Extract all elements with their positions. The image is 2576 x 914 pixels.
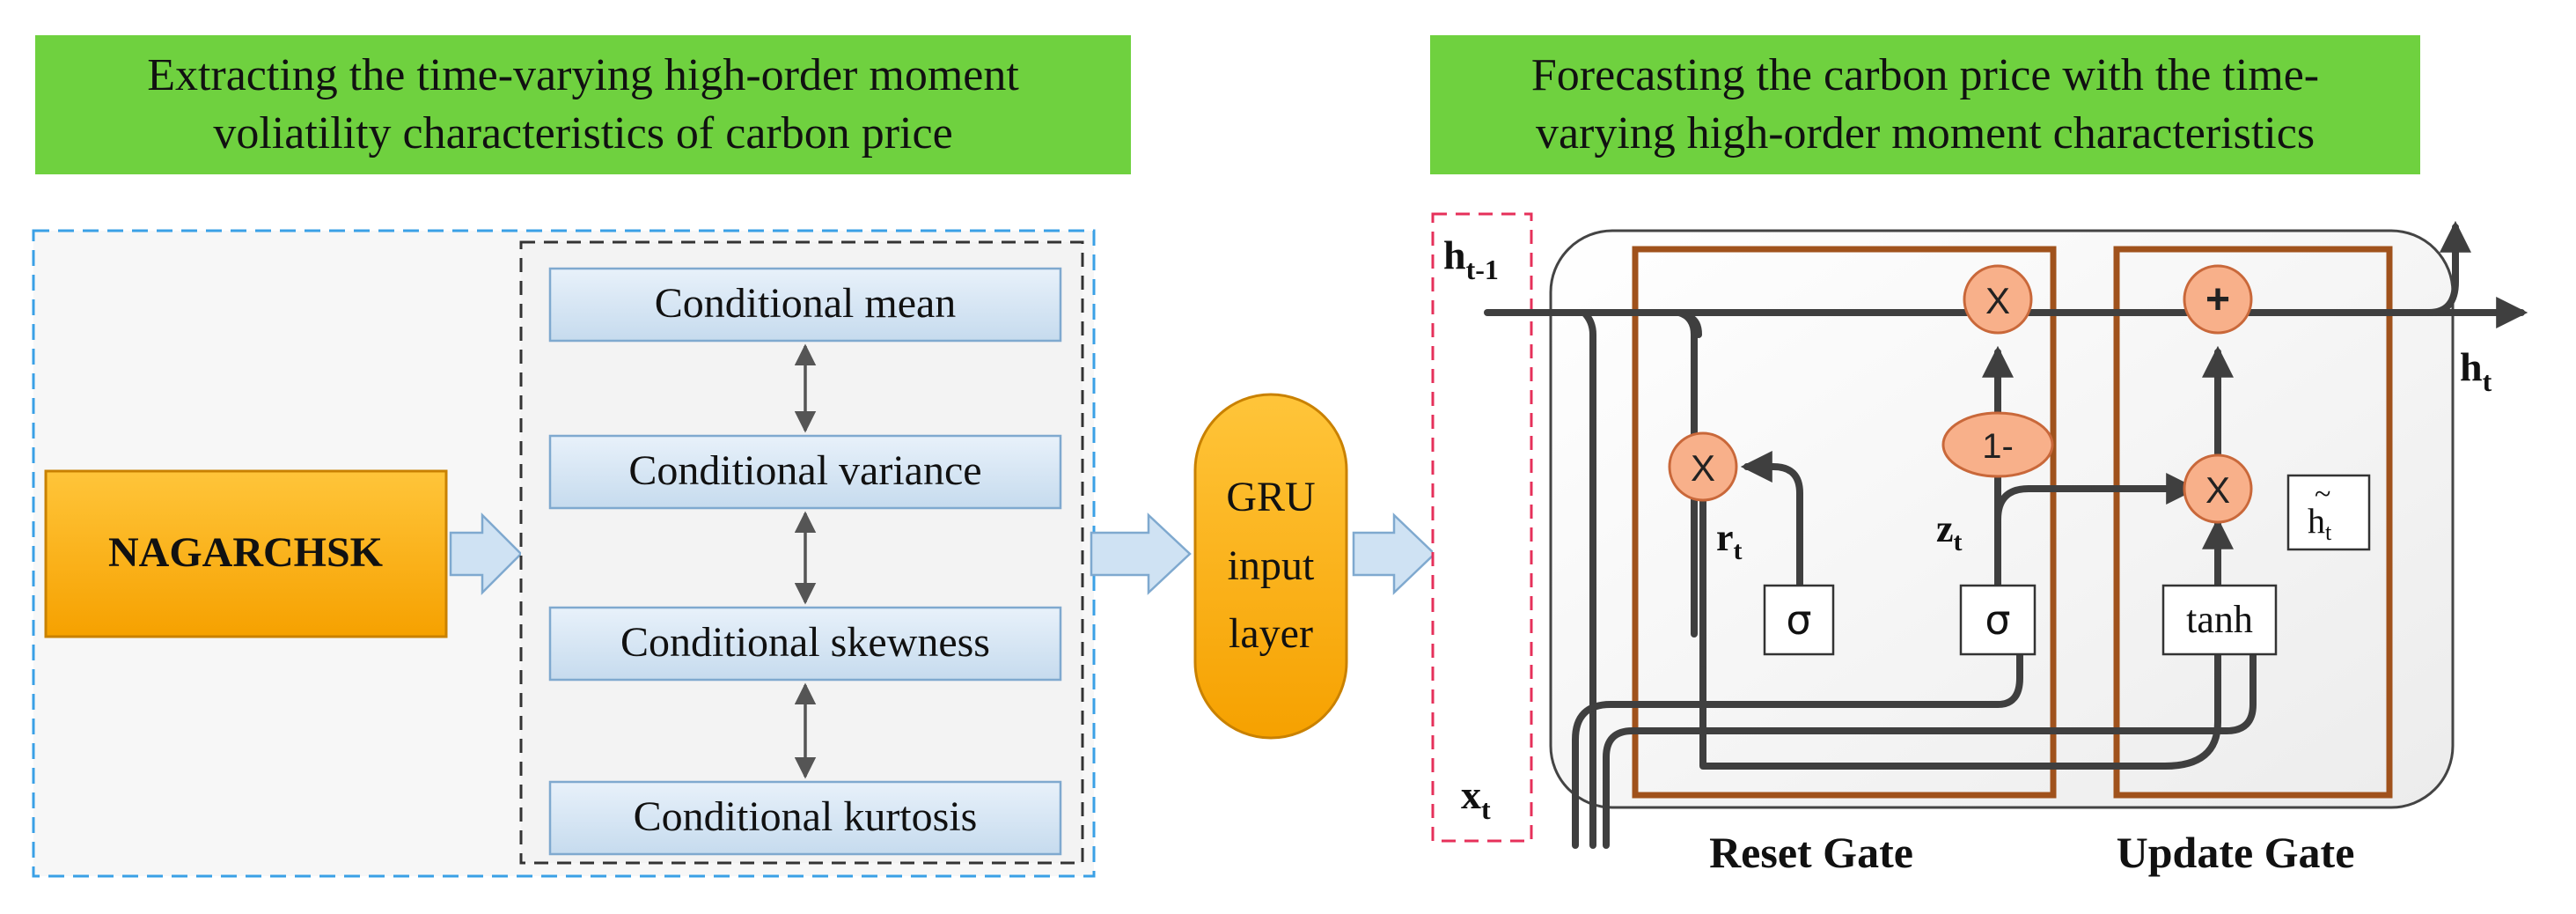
left-header-text: Extracting the time-varying high-order m… xyxy=(129,47,1037,163)
top-multiply-text: X xyxy=(1985,280,2010,321)
one-minus-circle xyxy=(1941,411,2054,478)
moment-label-mean: Conditional mean xyxy=(655,280,957,327)
h-t-label: ht xyxy=(2460,344,2492,397)
right-header-box: Forecasting the carbon price with the ti… xyxy=(1430,35,2420,174)
x-t-base: x xyxy=(1461,772,1481,817)
input-column-frame xyxy=(1431,212,1533,843)
update-gate-label: Update Gate xyxy=(2117,828,2355,877)
h-tilde-label: ht xyxy=(2308,501,2332,545)
reset-gate-frame xyxy=(1632,246,2057,799)
right-header-line2: varying high-order moment characteristic… xyxy=(1535,108,2315,158)
h-tilde-box xyxy=(2286,474,2371,551)
moment-box-skewness xyxy=(548,606,1062,682)
h-prev-base: h xyxy=(1443,232,1466,277)
update-sigma-text: σ xyxy=(1985,596,2010,644)
x-t-label: xt xyxy=(1461,772,1491,825)
z-t-label: zt xyxy=(1936,507,1963,557)
h-prev-sub: t-1 xyxy=(1466,254,1499,285)
update-multiply-circle xyxy=(2183,453,2253,524)
moment-box-variance xyxy=(548,434,1062,510)
right-header-line1: Forecasting the carbon price with the ti… xyxy=(1530,50,2320,100)
reset-multiply-text: X xyxy=(1691,447,1715,489)
moment-box-mean xyxy=(548,267,1062,343)
big-arrow-1 xyxy=(449,512,523,596)
reset-sigma-up xyxy=(1740,451,1803,589)
h-tilde-tilde: ~ xyxy=(2315,478,2330,511)
right-header-text: Forecasting the carbon price with the ti… xyxy=(1514,47,2337,163)
h-t-sub: t xyxy=(2483,365,2492,397)
moment-label-skewness: Conditional skewness xyxy=(620,619,990,666)
h-prev-label: ht-1 xyxy=(1443,232,1499,285)
h-prev-drop-1 xyxy=(1581,309,1596,849)
nagarchsk-label: NAGARCHSK xyxy=(108,529,383,576)
moment-label-variance: Conditional variance xyxy=(628,447,981,494)
left-header-box: Extracting the time-varying high-order m… xyxy=(35,35,1131,174)
reset-sigma-text: σ xyxy=(1786,596,1811,644)
xt-line-2 xyxy=(1603,622,2257,849)
gru-input-layer xyxy=(1193,393,1348,740)
nagarchsk-box xyxy=(44,469,448,638)
reset-gate-label: Reset Gate xyxy=(1709,828,1913,877)
plus-text: + xyxy=(2205,276,2230,323)
update-multiply-text: X xyxy=(2205,469,2230,511)
left-header-line2: voliatility characteristics of carbon pr… xyxy=(213,108,953,158)
r-t-sub: t xyxy=(1734,536,1743,565)
left-header-line1: Extracting the time-varying high-order m… xyxy=(147,50,1019,100)
big-arrow-3 xyxy=(1352,512,1436,595)
r-t-base: r xyxy=(1716,516,1734,559)
tanh-text: tanh xyxy=(2186,598,2253,641)
z-t-sub: t xyxy=(1954,527,1963,557)
gru-input-line1: GRU xyxy=(1226,474,1315,520)
h-t-base: h xyxy=(2460,344,2483,389)
moment-box-kurtosis xyxy=(548,780,1062,856)
z-t-base: z xyxy=(1936,507,1954,550)
h-prev-drop-3 xyxy=(1686,313,1702,338)
h-tilde-sub: t xyxy=(2325,520,2332,545)
reset-sigma-box xyxy=(1763,584,1835,656)
reset-to-tanh xyxy=(1699,648,2221,770)
plus-circle xyxy=(2183,264,2253,335)
gru-input-line3: layer xyxy=(1229,610,1313,657)
big-arrow-2 xyxy=(1090,512,1192,595)
reset-multiply-circle xyxy=(1668,431,1738,502)
h-branch-up xyxy=(2426,220,2471,316)
h-tilde-base: h xyxy=(2308,501,2325,541)
moment-label-kurtosis: Conditional kurtosis xyxy=(634,793,978,840)
r-t-label: rt xyxy=(1716,516,1743,565)
one-minus-text: 1- xyxy=(1982,427,2014,466)
tanh-box xyxy=(2161,584,2278,656)
x-t-sub: t xyxy=(1481,793,1491,825)
update-sigma-box xyxy=(1959,584,2037,656)
xt-line-1 xyxy=(1572,604,2023,849)
gru-input-line2: input xyxy=(1228,542,1315,589)
update-gate-frame xyxy=(2113,246,2393,799)
top-multiply-circle xyxy=(1963,264,2033,335)
